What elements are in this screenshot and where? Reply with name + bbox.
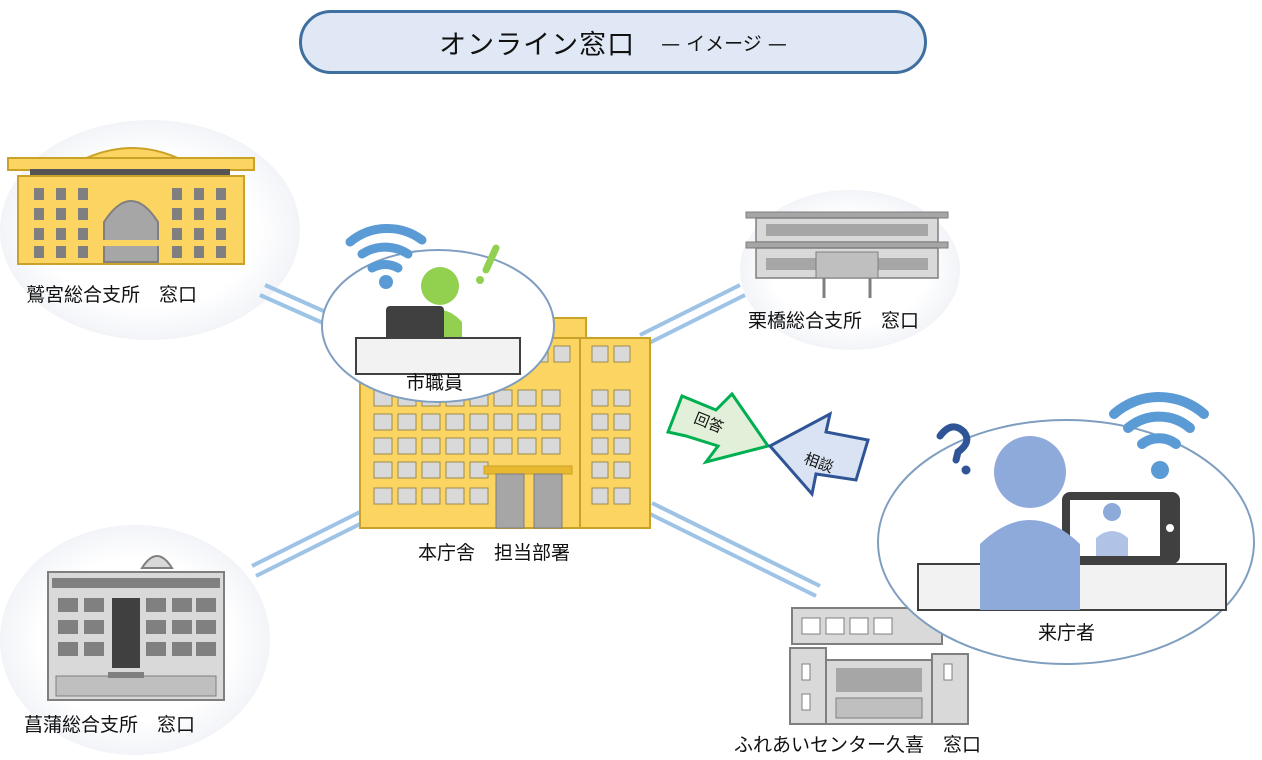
visitor-wifi-icon [1109,392,1209,449]
title-pill: オンライン窓口 — イメージ — [299,10,927,74]
kurihashi-building [745,211,949,298]
exclamation-icon [476,244,500,284]
title-main: オンライン窓口 [439,29,636,61]
shobu-label: 菖蒲総合支所 窓口 [24,714,196,736]
shobu-building [47,555,225,701]
answer-arrow [665,391,771,465]
line-shobu [251,510,361,568]
fureai-label: ふれあいセンター久喜 窓口 [734,734,982,756]
staff-bubble [321,223,555,403]
fureai-building [789,607,969,725]
line-kurihashi [639,283,741,337]
question-icon [936,423,971,475]
honchosha-label: 本庁舎 担当部署 [418,542,571,564]
visitor-label: 来庁者 [1038,622,1096,644]
washinomiya-label: 鷲宮総合支所 窓口 [26,284,198,306]
staff-person-icon [421,267,459,305]
visitor-person-icon [994,436,1066,508]
line-fureai [651,501,821,588]
washinomiya-building [7,147,255,265]
laptop-icon [386,306,444,342]
consult-arrow [767,411,870,498]
title-sub: — イメージ — [661,32,787,55]
visitor-bubble [877,392,1255,665]
staff-wifi-icon [345,223,427,273]
kurihashi-label: 栗橋総合支所 窓口 [748,310,920,332]
staff-label: 市職員 [406,372,464,394]
